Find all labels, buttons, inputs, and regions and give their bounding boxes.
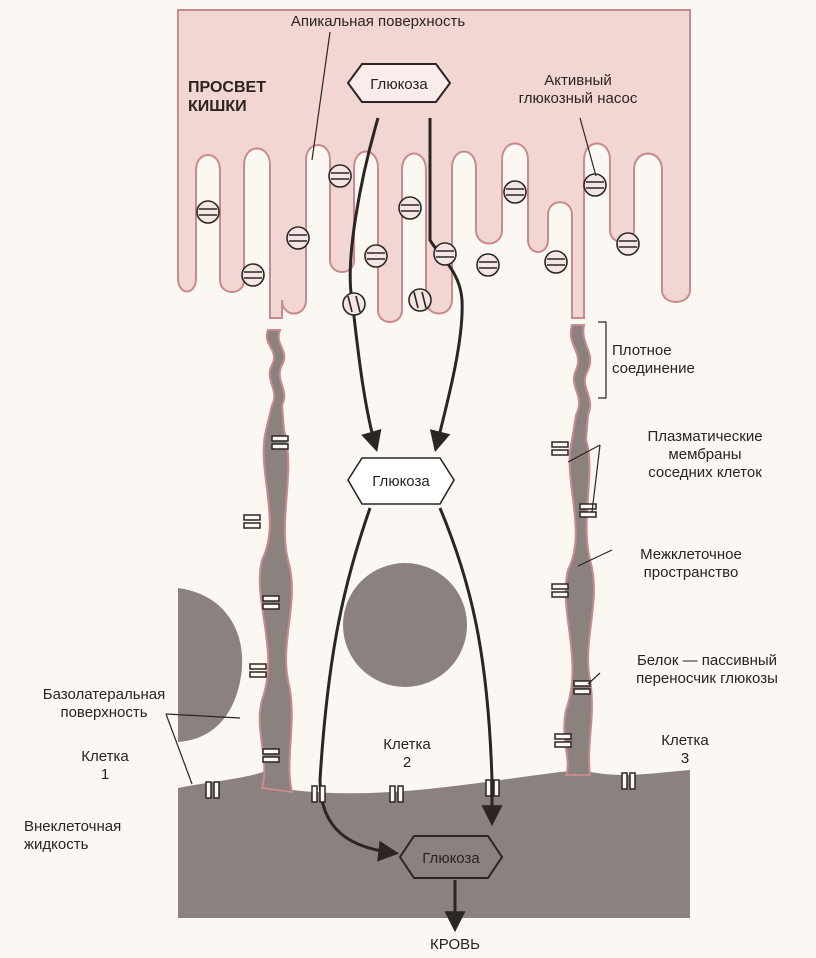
pump-icon xyxy=(329,165,351,187)
label-extracellular-fluid: Внеклеточная жидкость xyxy=(24,818,121,854)
pump-icon xyxy=(504,181,526,203)
label-lumen: ПРОСВЕТ КИШКИ xyxy=(188,78,266,116)
label-plasma-membranes: Плазматические мембраны соседних клеток xyxy=(600,428,810,482)
pump-icon xyxy=(477,254,499,276)
label-blood: КРОВЬ xyxy=(405,936,505,954)
pump-icon xyxy=(287,227,309,249)
pump-icon xyxy=(584,174,606,196)
pump-icon xyxy=(197,201,219,223)
pump-icon xyxy=(399,197,421,219)
carrier-icon xyxy=(552,442,568,455)
carrier-icon xyxy=(250,664,266,677)
pump-icon xyxy=(434,243,456,265)
label-cell-2: Клетка 2 xyxy=(362,736,452,772)
svg-text:Глюкоза: Глюкоза xyxy=(422,850,480,867)
intercellular-space-right xyxy=(564,325,594,775)
cell-2-nucleus xyxy=(343,563,467,687)
svg-text:Глюкоза: Глюкоза xyxy=(372,473,430,490)
carrier-icon xyxy=(244,515,260,528)
label-tight-junction: Плотное соединение xyxy=(612,342,695,378)
intercellular-space-left xyxy=(260,330,292,792)
pump-icon xyxy=(545,251,567,273)
label-cell-3: Клетка 3 xyxy=(640,732,730,768)
label-basolateral-surface: Базолатеральная поверхность xyxy=(12,686,196,722)
label-cell-1: Клетка 1 xyxy=(60,748,150,784)
glucose-bottom: Глюкоза xyxy=(400,836,502,878)
label-apical-surface: Апикальная поверхность xyxy=(228,13,528,31)
label-active-pump: Активный глюкозный насос xyxy=(498,72,658,108)
pump-icon xyxy=(365,245,387,267)
pump-icon xyxy=(343,293,365,315)
pump-icon xyxy=(409,289,431,311)
pump-icon xyxy=(617,233,639,255)
svg-text:Глюкоза: Глюкоза xyxy=(370,76,428,93)
glucose-top: Глюкоза xyxy=(348,64,450,102)
label-intercellular-space: Межклеточное пространство xyxy=(606,546,776,582)
pump-icon xyxy=(242,264,264,286)
label-passive-carrier: Белок — пассивный переносчик глюкозы xyxy=(600,652,814,688)
glucose-middle: Глюкоза xyxy=(348,458,454,504)
